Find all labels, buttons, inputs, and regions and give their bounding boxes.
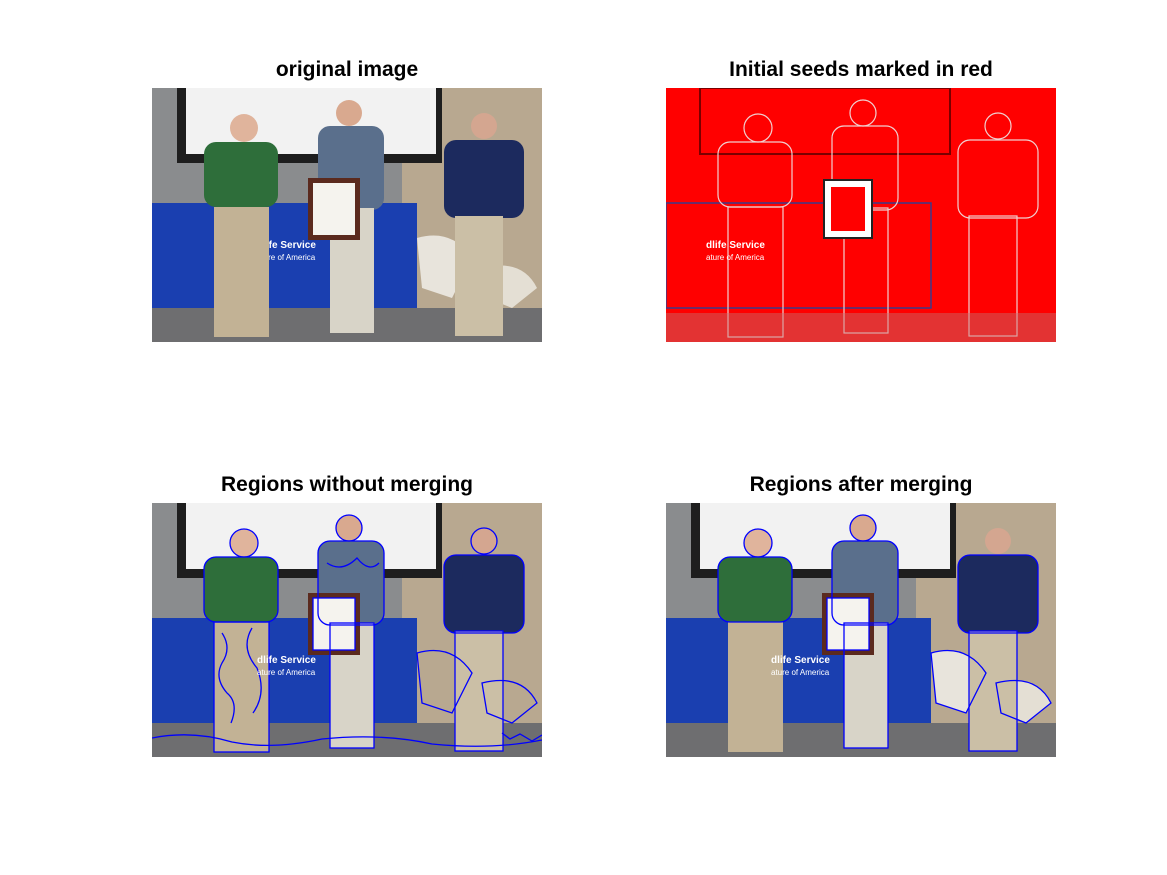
photo-seeds: dlife Service ature of America — [666, 88, 1056, 342]
banner-text: ature of America — [706, 253, 765, 262]
banner-text: dlife Service — [706, 240, 765, 251]
banner-text: dlife Service — [257, 655, 316, 666]
banner-text: dlife Service — [771, 655, 830, 666]
photo-original: dlife Service ature of America — [152, 88, 542, 342]
banner-text: ature of America — [771, 668, 830, 677]
photo-regions-merged: dlife Service ature of America — [666, 503, 1056, 757]
banner-text: ature of America — [257, 253, 316, 262]
panel-title: Regions after merging — [749, 473, 973, 496]
photo-regions-unmerged: dlife Service ature of America — [152, 503, 542, 757]
panel-title: Initial seeds marked in red — [729, 58, 993, 81]
banner-text: ature of America — [257, 668, 316, 677]
banner-text: dlife Service — [257, 240, 316, 251]
panel-title: original image — [275, 58, 419, 81]
panel-title: Regions without merging — [221, 473, 473, 496]
